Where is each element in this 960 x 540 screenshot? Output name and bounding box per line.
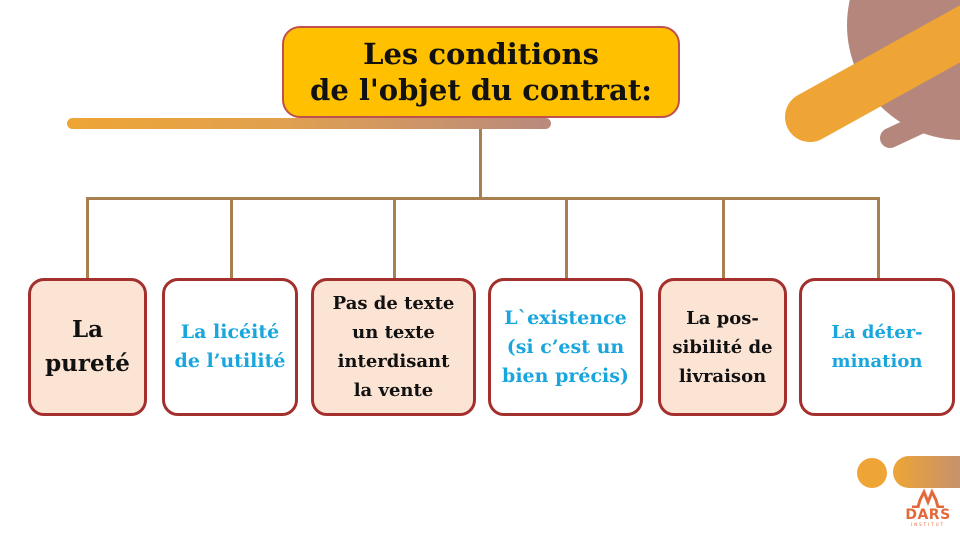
logo-subtext: INSTITUT	[910, 522, 946, 527]
node-pas-de-texte: Pas de texte un texte interdisant la ven…	[311, 278, 476, 416]
connector-drop-2	[230, 197, 233, 279]
node-existence: L`existence (si c’est un bien précis)	[488, 278, 643, 416]
logo-mark-icon	[912, 488, 944, 508]
connector-drop-4	[565, 197, 568, 279]
logo-text: DARS	[905, 507, 951, 523]
node-label: L`existence (si c’est un bien précis)	[502, 306, 629, 387]
node-determination: La déter- mination	[799, 278, 955, 416]
node-liceite-utilite: La licéité de l’utilité	[162, 278, 298, 416]
decorative-pill	[893, 456, 960, 488]
node-label: Pas de texte un texte interdisant la ven…	[332, 293, 455, 401]
node-label: La pos- sibilité de livraison	[672, 307, 773, 387]
connector-horizontal	[86, 197, 880, 200]
decorative-dot	[857, 458, 887, 488]
connector-drop-5	[722, 197, 725, 279]
diagram-title: Les conditions de l'objet du contrat:	[282, 26, 680, 118]
connector-drop-3	[393, 197, 396, 279]
node-possibilite-livraison: La pos- sibilité de livraison	[658, 278, 787, 416]
connector-trunk	[479, 118, 482, 199]
title-line-1: Les conditions	[363, 37, 599, 71]
node-label: La pureté	[45, 316, 130, 377]
title-line-2: de l'objet du contrat:	[310, 73, 652, 107]
node-purete: La pureté	[28, 278, 147, 416]
decorative-gradient-bar	[67, 118, 551, 129]
connector-drop-6	[877, 197, 880, 279]
node-label: La licéité de l’utilité	[174, 321, 286, 372]
connector-drop-1	[86, 197, 89, 279]
dars-logo: DARS INSTITUT	[896, 488, 960, 540]
node-label: La déter- mination	[831, 322, 923, 372]
